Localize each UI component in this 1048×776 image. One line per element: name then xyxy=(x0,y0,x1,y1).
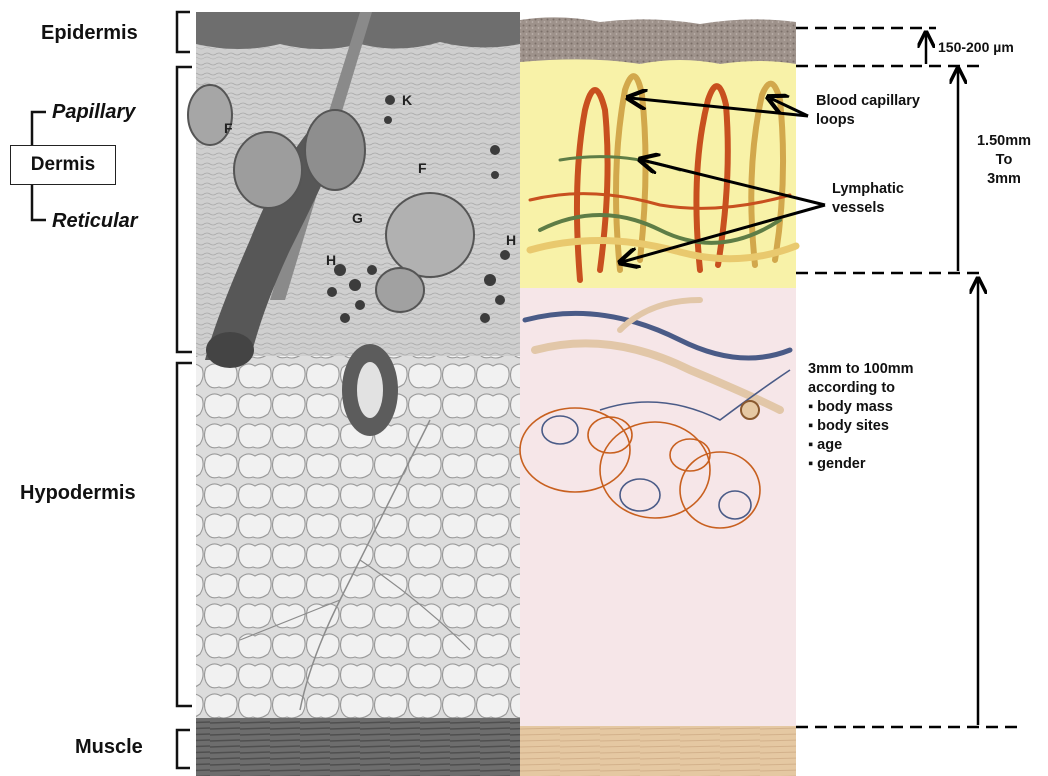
annotation-dermis-thickness-line2: To xyxy=(966,151,1042,170)
annotation-lymphatic: Lymphatic vessels xyxy=(832,180,904,218)
annotation-blood-capillary: Blood capillary loops xyxy=(816,92,920,130)
histology-letter-k: K xyxy=(402,92,412,108)
label-hypodermis: Hypodermis xyxy=(20,482,136,505)
color-illustration xyxy=(520,17,796,776)
annotation-hypodermis-thickness: 3mm to 100mm according to ▪ body mass ▪ … xyxy=(808,360,914,474)
annotation-blood-capillary-line2: loops xyxy=(816,111,920,130)
label-reticular: Reticular xyxy=(52,210,138,233)
annotation-epidermis-thickness: 150-200 µm xyxy=(938,38,1014,57)
annotation-dermis-thickness-line3: 3mm xyxy=(966,170,1042,189)
histology-letter-h1: H xyxy=(326,252,336,268)
label-papillary: Papillary xyxy=(52,101,135,124)
annotation-lymphatic-line2: vessels xyxy=(832,199,904,218)
hypodermis-factor-gender: ▪ gender xyxy=(808,455,914,474)
label-epidermis: Epidermis xyxy=(41,22,138,45)
histology-letter-f1: F xyxy=(224,120,233,136)
hypodermis-factor-body-mass: ▪ body mass xyxy=(808,398,914,417)
label-muscle: Muscle xyxy=(75,736,143,759)
layer-brackets xyxy=(32,12,192,768)
annotation-hypodermis-line2: according to xyxy=(808,379,914,398)
annotation-dermis-thickness: 1.50mm To 3mm xyxy=(966,132,1042,189)
histology-letter-h2: H xyxy=(506,232,516,248)
histology-letter-g: G xyxy=(352,210,363,226)
hypodermis-factor-body-sites: ▪ body sites xyxy=(808,417,914,436)
annotation-dermis-thickness-line1: 1.50mm xyxy=(966,132,1042,151)
hypodermis-factor-age: ▪ age xyxy=(808,436,914,455)
annotation-hypodermis-line1: 3mm to 100mm xyxy=(808,360,914,379)
histology-section xyxy=(188,12,520,776)
annotation-blood-capillary-line1: Blood capillary xyxy=(816,92,920,111)
histology-letter-f2: F xyxy=(418,160,427,176)
label-dermis: Dermis xyxy=(10,145,116,185)
annotation-lymphatic-line1: Lymphatic xyxy=(832,180,904,199)
